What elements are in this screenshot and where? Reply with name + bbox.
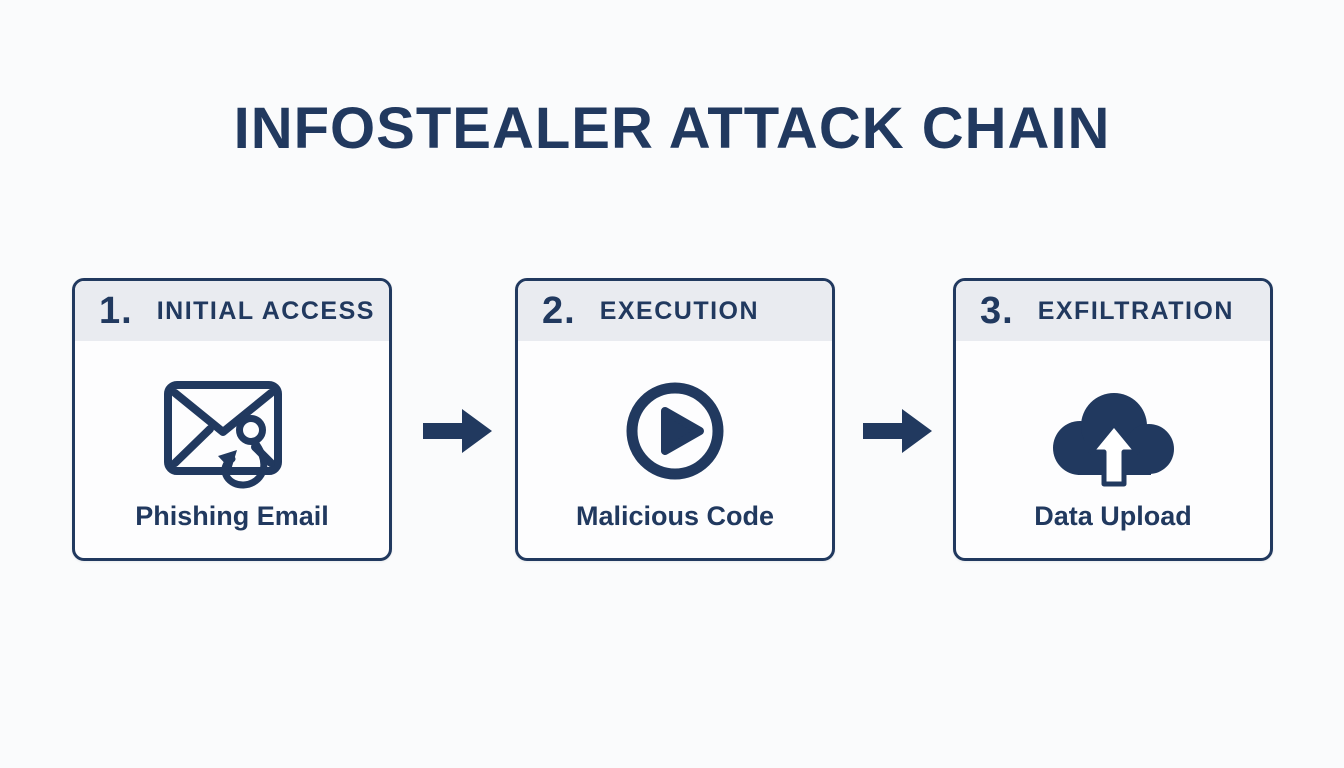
arrow-right-icon: [863, 409, 932, 453]
step-box-execution: 2. EXECUTION Malicious Code: [515, 278, 835, 561]
phishing-email-hook-icon: [164, 381, 282, 489]
step-heading: EXECUTION: [599, 296, 760, 325]
play-circle-icon: [626, 382, 724, 480]
step-number: 3.: [980, 290, 1014, 332]
arrow-right-icon: [423, 409, 492, 453]
step-header: 1. INITIAL ACCESS: [75, 281, 389, 341]
step-label: Data Upload: [1034, 501, 1192, 531]
step-icon-area: [518, 377, 832, 485]
step-box-exfiltration: 3. EXFILTRATION Data Upload: [953, 278, 1273, 561]
cloud-upload-icon: [1053, 393, 1174, 487]
page-title: INFOSTEALER ATTACK CHAIN: [233, 96, 1111, 161]
step-icon-area: [956, 377, 1270, 489]
step-heading: EXFILTRATION: [1037, 296, 1234, 325]
step-number: 1.: [99, 290, 133, 332]
step-heading: INITIAL ACCESS: [156, 296, 375, 325]
step-box-initial-access: 1. INITIAL ACCESS Phishing Email: [72, 278, 392, 561]
step-label: Malicious Code: [575, 501, 775, 531]
step-number: 2.: [542, 290, 576, 332]
step-label: Phishing Email: [135, 501, 329, 531]
step-header: 3. EXFILTRATION: [956, 281, 1270, 341]
step-header: 2. EXECUTION: [518, 281, 832, 341]
step-icon-area: [75, 377, 389, 501]
